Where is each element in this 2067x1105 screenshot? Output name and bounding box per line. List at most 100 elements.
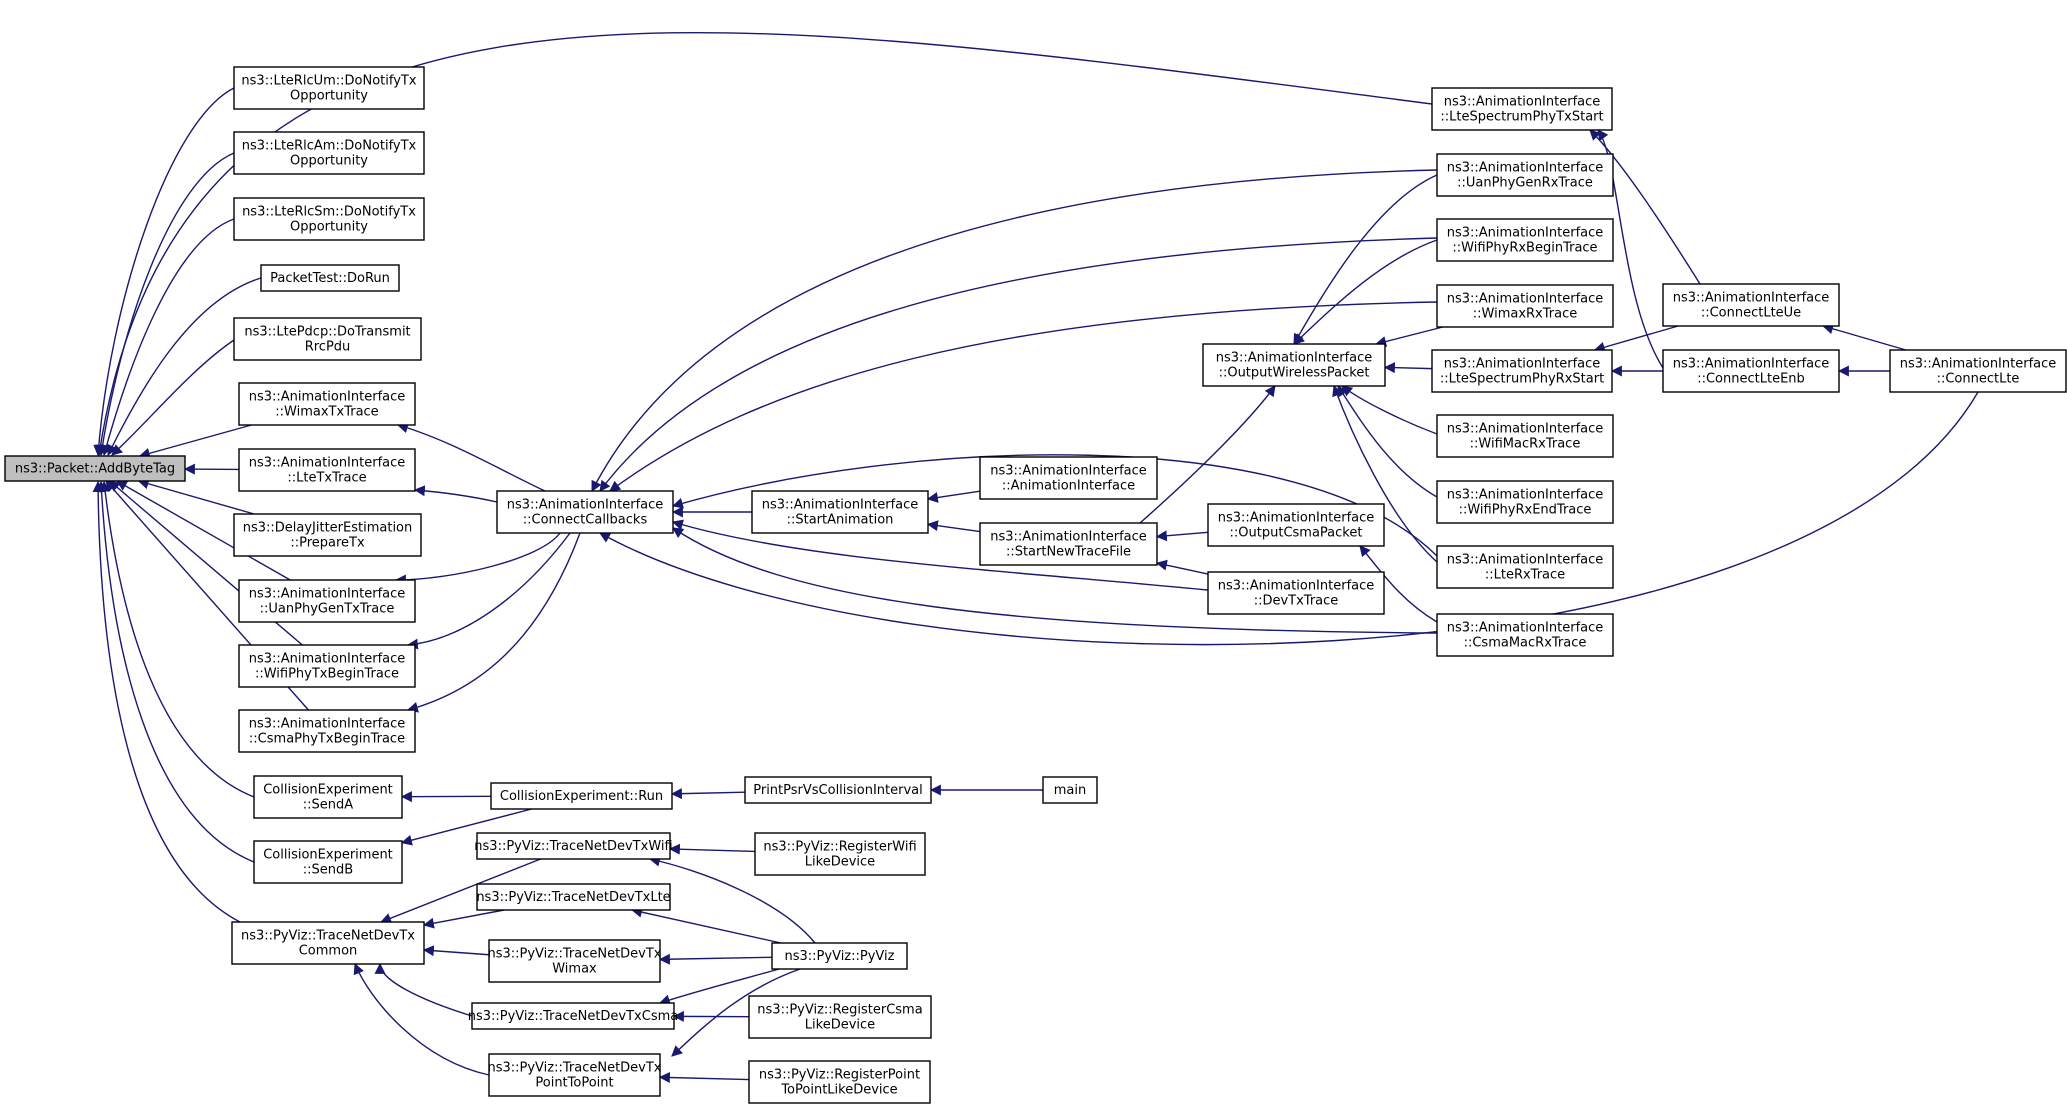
node-label: ns3::AnimationInterface	[1447, 292, 1604, 307]
node-wifiphyrxend[interactable]: ns3::AnimationInterface::WifiPhyRxEndTra…	[1436, 480, 1614, 524]
edge-pyviz-to-pyviztxcsma	[658, 965, 791, 1006]
node-box	[1662, 349, 1840, 393]
node-label: ::LteTxTrace	[287, 471, 366, 486]
node-label: ns3::PyViz::TraceNetDevTx	[241, 929, 415, 944]
node-label: ns3::AnimationInterface	[1218, 579, 1375, 594]
node-uanphygentx[interactable]: ns3::AnimationInterface::UanPhyGenTxTrac…	[238, 579, 416, 623]
node-lterx[interactable]: ns3::AnimationInterface::LteRxTrace	[1436, 545, 1614, 589]
edge-senda-to-addbytetag	[99, 480, 255, 798]
node-label: ns3::AnimationInterface	[1447, 621, 1604, 636]
edge-pyviztxp2p-to-tracenetdevtxcommon	[353, 962, 490, 1076]
node-outputcsma[interactable]: ns3::AnimationInterface::OutputCsmaPacke…	[1207, 503, 1385, 547]
node-senda[interactable]: CollisionExperiment::SendA	[253, 775, 403, 819]
node-uanphygenrx[interactable]: ns3::AnimationInterface::UanPhyGenRxTrac…	[1436, 153, 1614, 197]
node-label: ::ConnectLte	[1937, 372, 2020, 387]
node-connectcallbacks[interactable]: ns3::AnimationInterface::ConnectCallback…	[496, 490, 674, 534]
node-label: Opportunity	[290, 154, 368, 169]
node-label: PacketTest::DoRun	[270, 271, 390, 286]
node-box	[238, 644, 416, 688]
node-label: ns3::DelayJitterEstimation	[243, 521, 413, 536]
node-printpsr[interactable]: PrintPsrVsCollisionInterval	[744, 776, 932, 804]
node-label: ns3::PyViz::PyViz	[785, 949, 895, 964]
edge-connectcallbacks-to-ltetx	[413, 485, 498, 503]
node-box	[979, 456, 1158, 500]
node-connectlte[interactable]: ns3::AnimationInterface::ConnectLte	[1889, 349, 2067, 393]
edge-printpsr-to-collisionrun	[670, 788, 746, 800]
node-label: ns3::AnimationInterface	[1447, 226, 1604, 241]
node-label: ::CsmaPhyTxBeginTrace	[249, 732, 405, 747]
node-wimaxrx[interactable]: ns3::AnimationInterface::WimaxRxTrace	[1436, 284, 1614, 328]
node-ltespectrumtxstart[interactable]: ns3::AnimationInterface::LteSpectrumPhyT…	[1431, 87, 1613, 131]
node-label: ::SendA	[303, 798, 354, 813]
node-box	[238, 448, 416, 492]
node-csmamacrx[interactable]: ns3::AnimationInterface::CsmaMacRxTrace	[1436, 613, 1614, 657]
node-box	[1662, 283, 1840, 327]
node-delayjitter[interactable]: ns3::DelayJitterEstimation::PrepareTx	[233, 513, 422, 557]
node-box	[1207, 503, 1385, 547]
node-label: ns3::AnimationInterface	[507, 498, 664, 513]
node-label: ::WifiPhyRxEndTrace	[1459, 503, 1592, 518]
node-startnewtracefile[interactable]: ns3::AnimationInterface::StartNewTraceFi…	[979, 522, 1158, 566]
node-outputwireless[interactable]: ns3::AnimationInterface::OutputWirelessP…	[1202, 343, 1386, 387]
node-box	[476, 832, 671, 860]
node-wimaxtx[interactable]: ns3::AnimationInterface::WimaxTxTrace	[238, 382, 416, 426]
node-label: ns3::PyViz::RegisterPoint	[759, 1068, 920, 1083]
node-label: Common	[299, 944, 358, 959]
edge-uanphygentx-to-addbytetag	[115, 480, 291, 581]
edge-devtx-to-startnewtracefile	[1155, 559, 1209, 575]
edge-startnewtracefile-to-startanimation	[926, 520, 981, 533]
node-sendb[interactable]: CollisionExperiment::SendB	[253, 840, 403, 884]
node-box	[1431, 87, 1613, 131]
node-box	[751, 490, 929, 534]
node-label: ns3::AnimationInterface	[249, 717, 406, 732]
node-devtx[interactable]: ns3::AnimationInterface::DevTxTrace	[1207, 571, 1385, 615]
node-registerp2p[interactable]: ns3::PyViz::RegisterPointToPointLikeDevi…	[748, 1060, 931, 1104]
edge-pyviztxlte-to-tracenetdevtxcommon	[422, 909, 505, 929]
node-pyviztxwifi[interactable]: ns3::PyViz::TraceNetDevTxWifi	[474, 832, 673, 860]
node-ltetx[interactable]: ns3::AnimationInterface::LteTxTrace	[238, 448, 416, 492]
edge-connectcallbacks-to-csmaphytxbegin	[406, 532, 581, 713]
node-pyviz[interactable]: ns3::PyViz::PyViz	[771, 942, 908, 970]
node-animiface[interactable]: ns3::AnimationInterface::AnimationInterf…	[979, 456, 1158, 500]
node-label: ns3::PyViz::RegisterCsma	[757, 1003, 922, 1018]
node-ltespectrumrxstart[interactable]: ns3::AnimationInterface::LteSpectrumPhyR…	[1431, 349, 1613, 393]
node-box	[238, 382, 416, 426]
edges-layer	[92, 32, 1979, 1084]
edge-wifiphyrxbegin-to-outputwireless	[1293, 239, 1438, 345]
node-label: ::OutputWirelessPacket	[1219, 366, 1370, 381]
node-box	[4, 455, 186, 482]
edge-ltepdcp-to-addbytetag	[111, 339, 235, 456]
node-connectlteenb[interactable]: ns3::AnimationInterface::ConnectLteEnb	[1662, 349, 1840, 393]
node-main[interactable]: main	[1042, 776, 1098, 804]
node-connectlteue[interactable]: ns3::AnimationInterface::ConnectLteUe	[1662, 283, 1840, 327]
node-wifiphytxbegin[interactable]: ns3::AnimationInterface::WifiPhyTxBeginT…	[238, 644, 416, 688]
node-label: ns3::AnimationInterface	[1900, 357, 2057, 372]
node-box	[488, 1053, 661, 1097]
node-box	[748, 1060, 931, 1104]
node-pyviztxlte[interactable]: ns3::PyViz::TraceNetDevTxLte	[476, 883, 671, 911]
node-startanimation[interactable]: ns3::AnimationInterface::StartAnimation	[751, 490, 929, 534]
node-packettest[interactable]: PacketTest::DoRun	[260, 264, 400, 292]
node-box	[979, 522, 1158, 566]
node-box	[233, 513, 422, 557]
edge-devtx-to-connectcallbacks	[671, 519, 1209, 591]
node-box	[471, 1002, 675, 1030]
node-label: ns3::AnimationInterface	[249, 587, 406, 602]
node-label: ::LteRxTrace	[1485, 568, 1565, 583]
node-pyviztxcsma[interactable]: ns3::PyViz::TraceNetDevTxCsma	[468, 1002, 679, 1030]
node-csmaphytxbegin[interactable]: ns3::AnimationInterface::CsmaPhyTxBeginT…	[238, 709, 416, 753]
node-label: ::CsmaMacRxTrace	[1464, 636, 1587, 651]
node-collisionrun[interactable]: CollisionExperiment::Run	[490, 782, 673, 810]
node-wifiphyrxbegin[interactable]: ns3::AnimationInterface::WifiPhyRxBeginT…	[1436, 218, 1614, 262]
node-addbytetag[interactable]: ns3::Packet::AddByteTag	[4, 455, 186, 482]
node-wifimacrx[interactable]: ns3::AnimationInterface::WifiMacRxTrace	[1436, 414, 1614, 458]
